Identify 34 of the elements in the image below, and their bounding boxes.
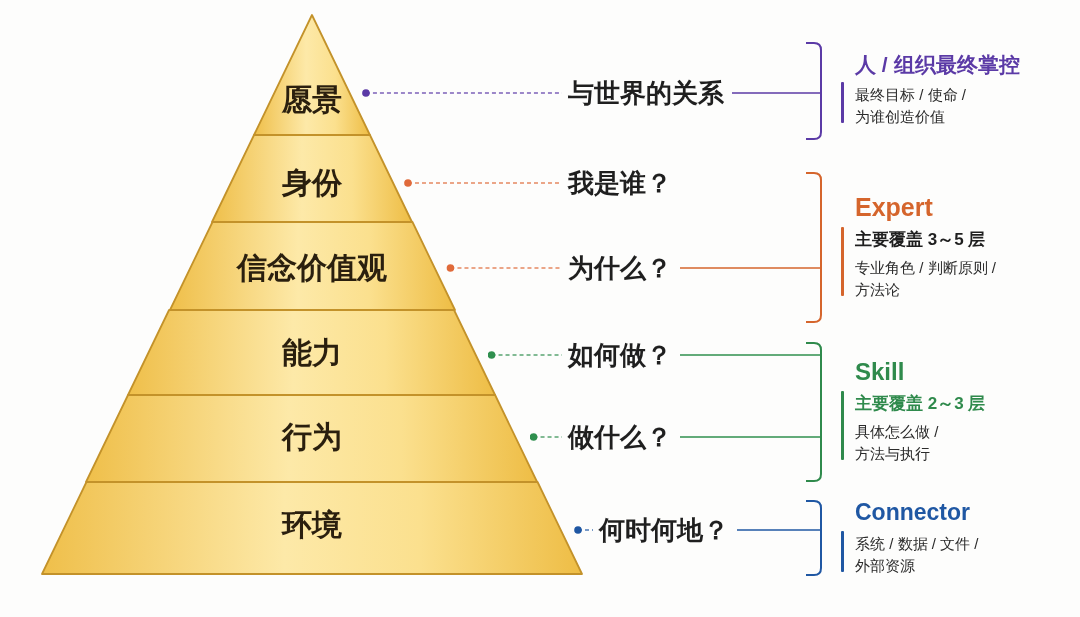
pyramid-layer bbox=[169, 222, 455, 310]
group-subheading: 主要覆盖 2～3 层 bbox=[855, 393, 986, 415]
group-heading: Expert bbox=[855, 193, 933, 222]
pyramid-layer bbox=[254, 15, 370, 135]
connector-line bbox=[679, 267, 822, 269]
pyramid-layer bbox=[42, 482, 582, 574]
group-description: 最终目标 / 使命 / 为谁创造价值 bbox=[855, 85, 967, 127]
question-text: 如何做？ bbox=[568, 339, 672, 371]
pyramid-layer bbox=[128, 310, 496, 395]
pyramid-layer bbox=[212, 135, 412, 222]
question-text: 与世界的关系 bbox=[568, 77, 724, 109]
group-subheading: 主要覆盖 3～5 层 bbox=[855, 229, 986, 251]
layer-label: 行为 bbox=[282, 419, 342, 455]
connector-line bbox=[679, 436, 822, 438]
question-text: 为什么？ bbox=[568, 252, 672, 284]
question-text: 我是谁？ bbox=[568, 167, 672, 199]
layer-label: 身份 bbox=[282, 165, 342, 201]
question-text: 做什么？ bbox=[568, 421, 672, 453]
group-heading: Connector bbox=[855, 499, 970, 526]
group-description: 专业角色 / 判断原则 / 方法论 bbox=[855, 258, 997, 300]
pyramid-layer bbox=[86, 395, 538, 482]
group-heading: Skill bbox=[855, 358, 905, 386]
connector-line bbox=[679, 354, 822, 356]
dashed-connector bbox=[574, 526, 594, 534]
layer-label: 信念价值观 bbox=[237, 250, 387, 286]
question-text: 何时何地？ bbox=[599, 514, 729, 546]
group-description: 系统 / 数据 / 文件 / 外部资源 bbox=[855, 534, 980, 576]
layer-label: 愿景 bbox=[282, 82, 342, 118]
connector-line bbox=[731, 92, 822, 94]
connector-line bbox=[736, 529, 822, 531]
group-description: 具体怎么做 / 方法与执行 bbox=[855, 422, 940, 464]
layer-label: 能力 bbox=[282, 335, 342, 371]
layer-label: 环境 bbox=[282, 507, 342, 543]
group-heading: 人 / 组织最终掌控 bbox=[855, 52, 1020, 77]
